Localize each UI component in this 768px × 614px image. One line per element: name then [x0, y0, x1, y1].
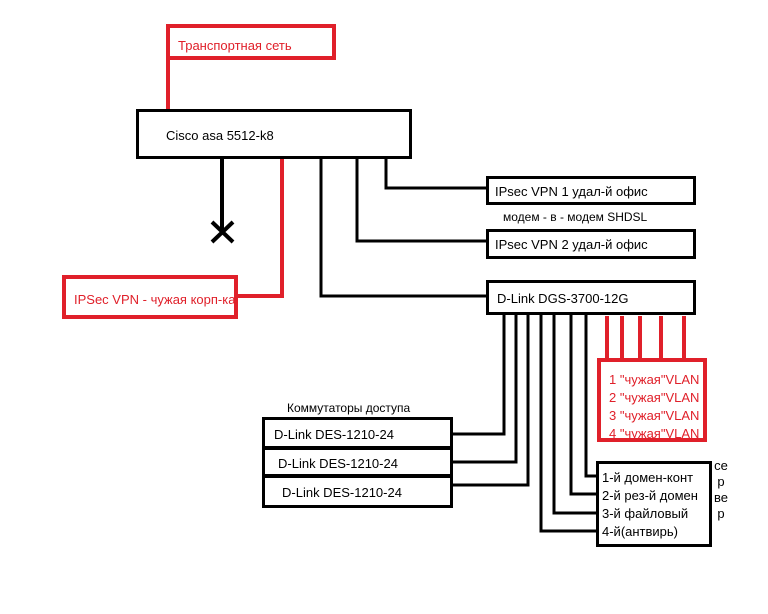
vlan-item: 2 "чужая"VLAN — [609, 390, 700, 405]
access-switch-box: D-Link DES-1210-24 — [262, 475, 453, 508]
ipsec-vpn-1-box: IPsec VPN 1 удал-й офис — [486, 176, 696, 205]
access-switch-label: D-Link DES-1210-24 — [278, 456, 398, 471]
server-item: 4-й(антвирь) — [602, 524, 679, 539]
access-link-1 — [450, 313, 506, 436]
vlan-item: 4 "чужая"VLAN — [609, 426, 700, 441]
ipsec-vpn-2-label: IPsec VPN 2 удал-й офис — [495, 237, 648, 252]
server-link-1 — [584, 313, 598, 478]
servers-vertical-label: сервер — [714, 458, 728, 521]
server-item: 3-й файловый — [602, 506, 689, 521]
vlan-item: 3 "чужая"VLAN — [609, 408, 700, 423]
vpn2-link — [355, 158, 488, 243]
core-switch-box: D-Link DGS-3700-12G — [486, 280, 696, 315]
access-switch-box: D-Link DES-1210-24 — [262, 447, 453, 477]
modem-note: модем - в - модем SHDSL — [503, 210, 648, 224]
server-link-4 — [539, 313, 598, 533]
server-link-3 — [552, 313, 598, 515]
access-link-2 — [450, 313, 518, 464]
access-switch-box: D-Link DES-1210-24 — [262, 417, 453, 449]
foreign-vlans-box: 1 "чужая"VLAN 2 "чужая"VLAN 3 "чужая"VLA… — [597, 358, 707, 442]
access-switches-heading: Коммутаторы доступа — [287, 401, 411, 415]
access-switch-label: D-Link DES-1210-24 — [282, 485, 402, 500]
firewall-box: Cisco asa 5512-k8 — [136, 109, 412, 159]
foreign-vpn-link — [236, 158, 284, 298]
ipsec-vpn-1-label: IPsec VPN 1 удал-й офис — [495, 184, 648, 199]
server-link-2 — [569, 313, 598, 496]
vpn1-link — [384, 158, 488, 190]
transport-network-label: Транспортная сеть — [178, 38, 292, 53]
core-switch-label: D-Link DGS-3700-12G — [497, 291, 629, 306]
foreign-vpn-label: IPSec VPN - чужая корп-ка — [74, 292, 236, 307]
ipsec-vpn-2-box: IPsec VPN 2 удал-й офис — [486, 229, 696, 259]
core-switch-link — [319, 158, 488, 298]
server-item: 1-й домен-конт — [602, 470, 694, 485]
firewall-label: Cisco asa 5512-k8 — [166, 128, 274, 143]
access-switch-label: D-Link DES-1210-24 — [274, 427, 394, 442]
servers-box: 1-й домен-конт 2-й рез-й домен 3-й файло… — [596, 461, 712, 547]
server-item: 2-й рез-й домен — [602, 488, 698, 503]
cross-mark — [210, 220, 235, 244]
foreign-vpn-box: IPSec VPN - чужая корп-ка — [62, 275, 238, 319]
vlan-item: 1 "чужая"VLAN — [609, 372, 700, 387]
transport-network-box: Транспортная сеть — [166, 24, 336, 60]
access-link-3 — [450, 313, 530, 487]
